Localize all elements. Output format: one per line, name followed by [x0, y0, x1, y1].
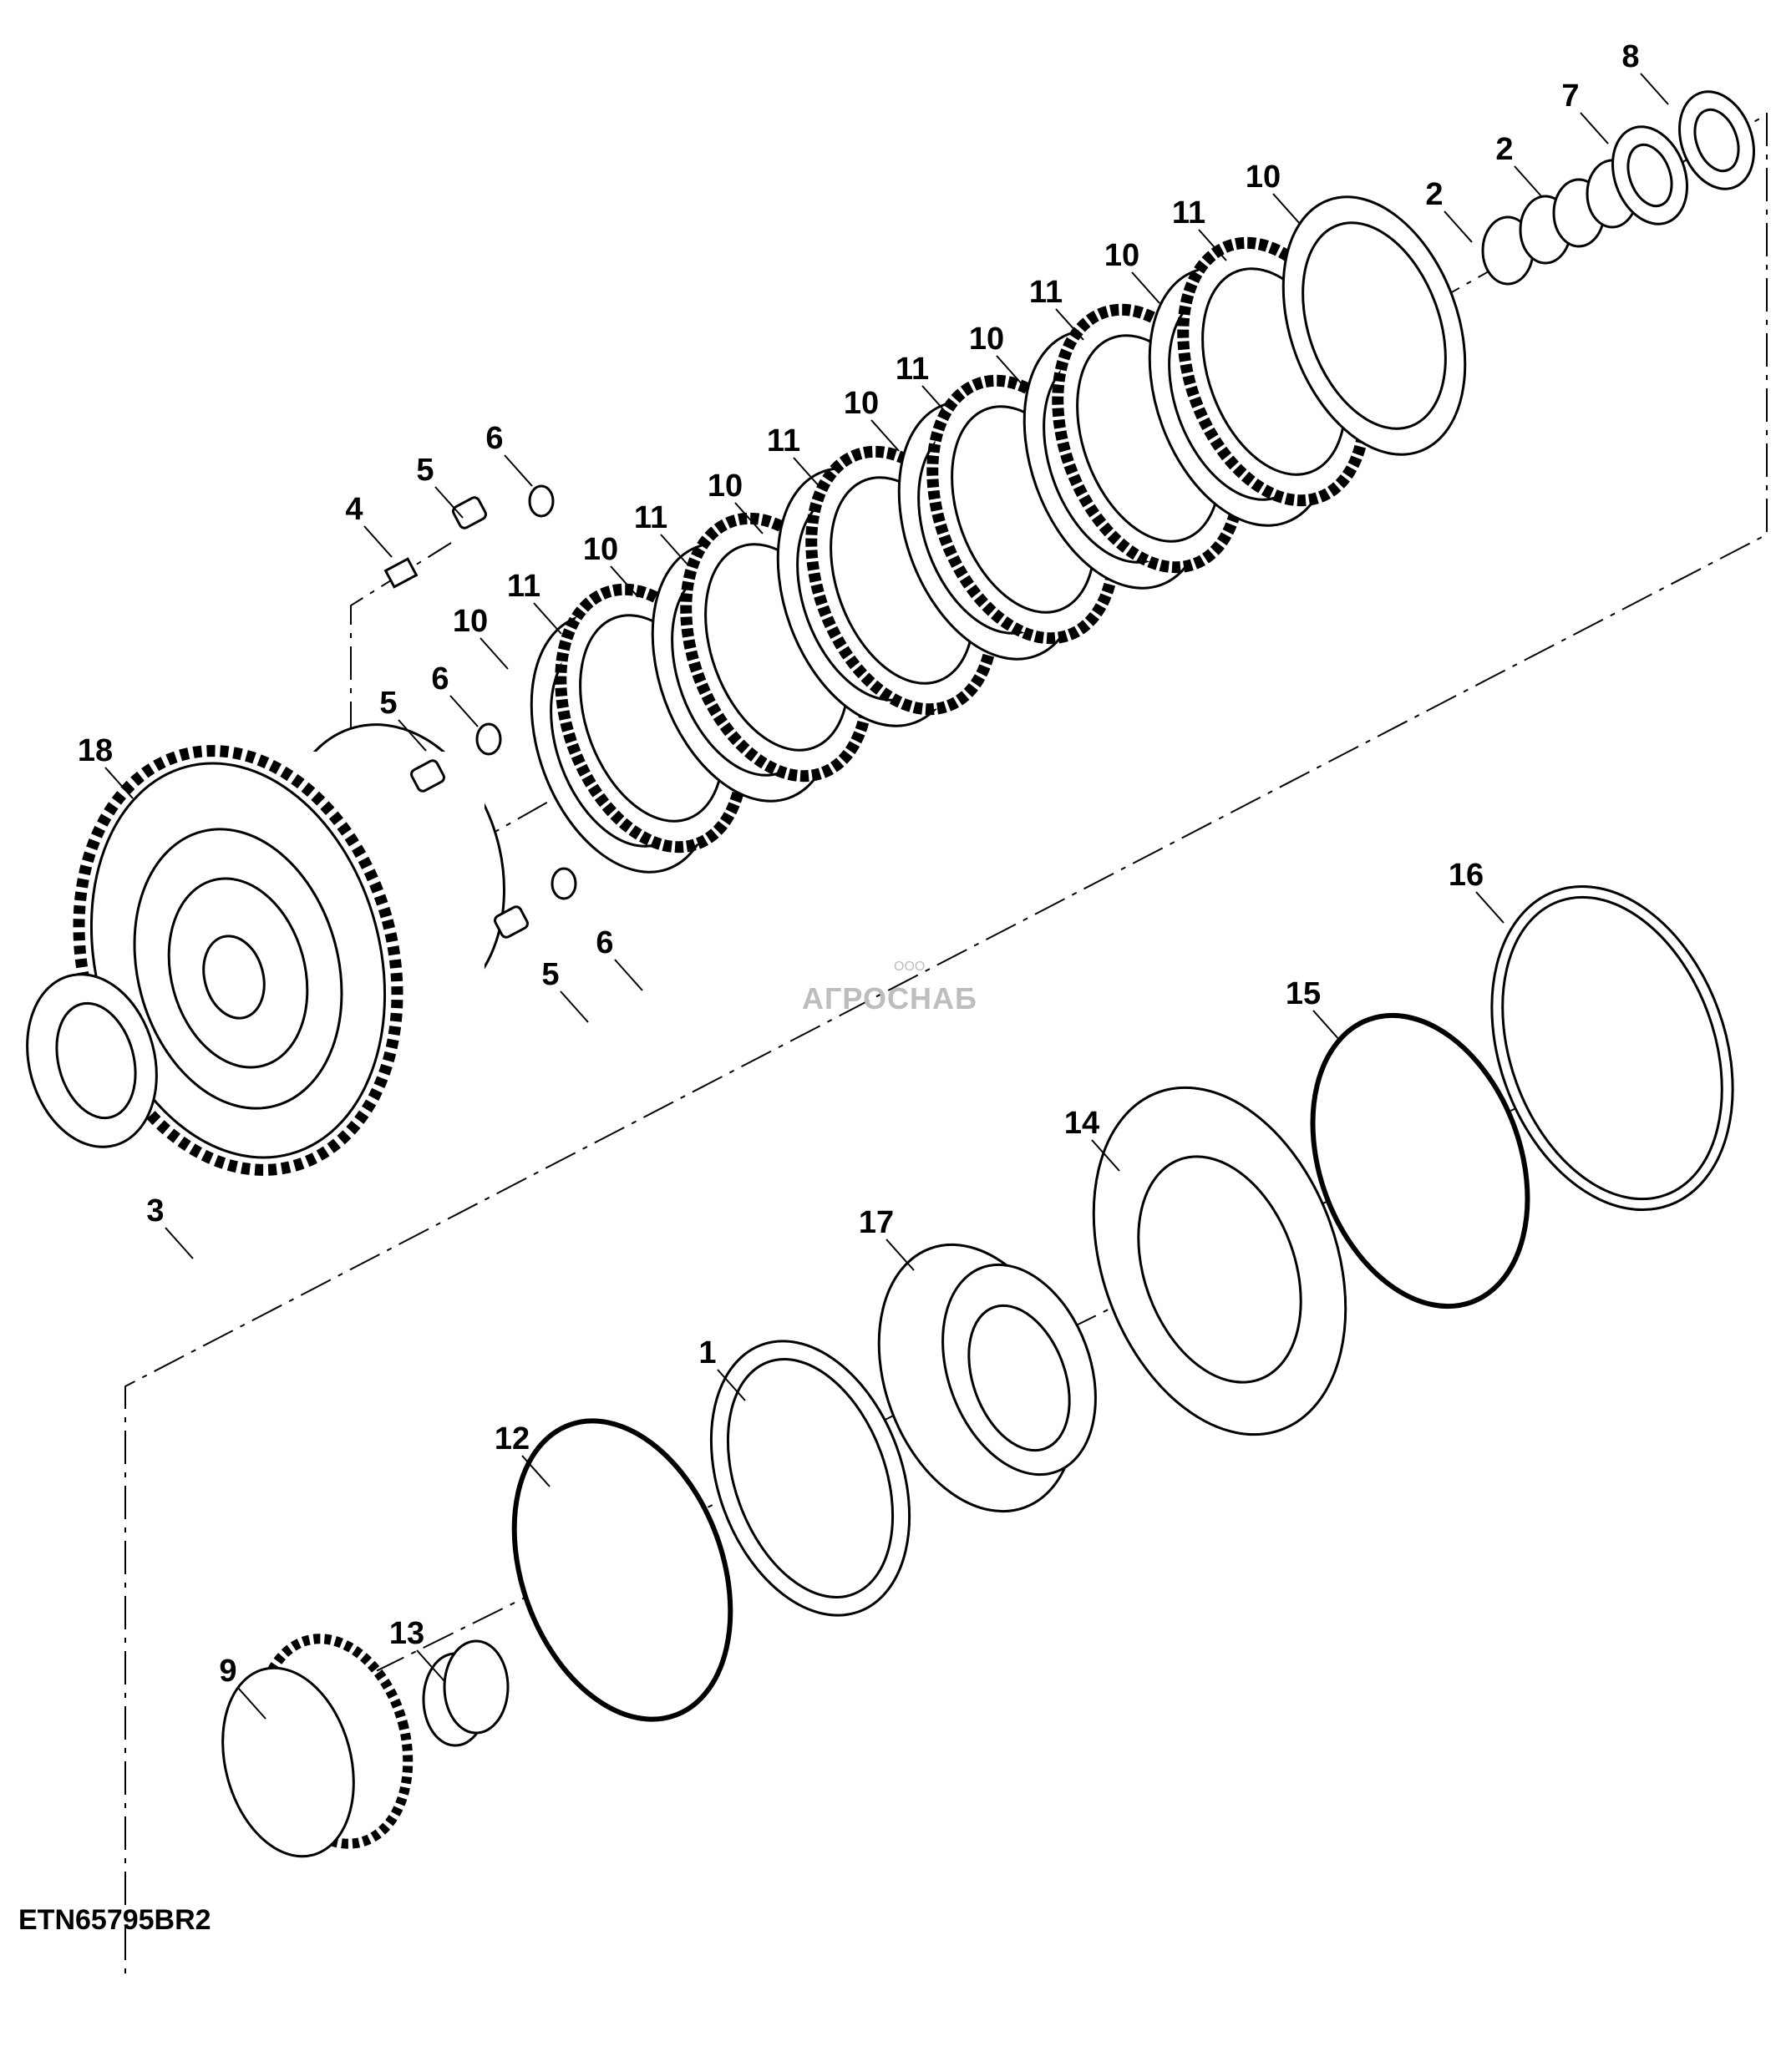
pin-5-mid: [410, 759, 445, 793]
callout-11: 11: [1029, 275, 1063, 310]
piston-17: [877, 1243, 1097, 1513]
seal-ring-15: [1310, 1012, 1530, 1310]
callout-10: 10: [583, 532, 618, 567]
callout-9: 9: [219, 1654, 236, 1689]
callout-11: 11: [767, 423, 800, 458]
callout-10: 10: [1104, 238, 1139, 273]
watermark-prefix: ООО: [894, 960, 926, 974]
leader-line: [480, 637, 509, 670]
callout-6: 6: [485, 421, 503, 456]
callout-10: 10: [1246, 160, 1281, 195]
leader-line: [533, 602, 562, 635]
leader-line: [1580, 112, 1609, 144]
callout-10: 10: [708, 469, 743, 504]
callout-2: 2: [1425, 177, 1443, 212]
callout-17: 17: [859, 1205, 894, 1240]
leader-line: [614, 959, 643, 991]
cap-6-mid: [475, 722, 502, 756]
leader-line: [363, 525, 393, 558]
leader-line: [1444, 210, 1473, 243]
callout-1: 1: [698, 1335, 716, 1370]
leader-line: [1055, 308, 1084, 341]
callout-15: 15: [1286, 976, 1321, 1011]
callout-14: 14: [1064, 1106, 1099, 1141]
leader-line: [560, 990, 589, 1023]
callout-13: 13: [389, 1616, 424, 1651]
leader-line: [660, 534, 689, 566]
watermark-logo: АГРОСНАБ: [802, 981, 977, 1016]
bushing-2-a: [1481, 195, 1572, 286]
leader-line: [1091, 1139, 1120, 1172]
leader-line: [1198, 229, 1227, 261]
washer-7: [1611, 125, 1688, 225]
callout-11: 11: [896, 352, 929, 387]
leader-line: [921, 385, 951, 418]
leader-line: [870, 419, 900, 452]
callout-6: 6: [596, 925, 613, 960]
callout-2: 2: [1495, 132, 1513, 167]
callout-12: 12: [495, 1421, 530, 1456]
leader-line: [104, 767, 134, 799]
leader-line: [717, 1369, 746, 1401]
connector-line-pins: [350, 542, 452, 735]
callout-11: 11: [507, 569, 540, 604]
connector-line-right: [124, 113, 1768, 1979]
callout-8: 8: [1621, 39, 1639, 74]
leader-line: [1272, 193, 1302, 225]
leader-line: [504, 454, 533, 487]
leader-line: [237, 1687, 266, 1720]
snap-ring-16: [1490, 884, 1734, 1212]
leader-line: [165, 1227, 194, 1259]
leader-line: [1312, 1010, 1342, 1042]
callout-10: 10: [844, 386, 879, 421]
leader-line: [610, 565, 639, 598]
leader-line: [521, 1455, 551, 1487]
cap-6-lower: [551, 867, 577, 900]
leader-line: [1131, 271, 1160, 304]
hub-9: [221, 1634, 414, 1858]
thrust-washer-3: [26, 973, 158, 1148]
gear-drum-18: [73, 723, 505, 1176]
cap-6-upper: [528, 484, 555, 518]
leader-line: [793, 457, 822, 489]
callout-10: 10: [969, 322, 1004, 357]
steel-plate-10: [1281, 195, 1467, 456]
callout-11: 11: [634, 500, 667, 535]
pin-5-lower: [494, 905, 529, 939]
leader-line: [449, 695, 479, 727]
leader-line: [885, 1239, 915, 1271]
callout-3: 3: [146, 1193, 164, 1229]
callout-16: 16: [1449, 858, 1484, 893]
callout-11: 11: [1172, 195, 1205, 231]
callout-5: 5: [379, 686, 397, 721]
leader-line: [734, 502, 764, 534]
figure-code: ETN65795BR2: [18, 1904, 211, 1936]
callout-18: 18: [78, 733, 113, 768]
washer-8: [1678, 90, 1755, 190]
leader-line: [434, 486, 464, 519]
callout-10: 10: [453, 604, 488, 639]
callout-7: 7: [1561, 79, 1579, 114]
seal-ring-12: [511, 1418, 733, 1722]
leader-line: [398, 719, 427, 752]
leader-line: [1514, 165, 1543, 198]
plate-1: [709, 1340, 911, 1617]
spring-4: [383, 557, 419, 589]
leader-line: [1640, 73, 1669, 105]
callout-5: 5: [541, 957, 559, 992]
leader-line: [416, 1649, 445, 1682]
callout-5: 5: [416, 453, 434, 488]
bushing-13: [422, 1639, 510, 1747]
leader-line: [996, 355, 1025, 388]
callout-4: 4: [345, 492, 363, 527]
leader-line: [1475, 891, 1505, 924]
plate-14: [1092, 1086, 1347, 1436]
callout-6: 6: [431, 661, 449, 697]
pin-5-upper: [452, 496, 487, 529]
